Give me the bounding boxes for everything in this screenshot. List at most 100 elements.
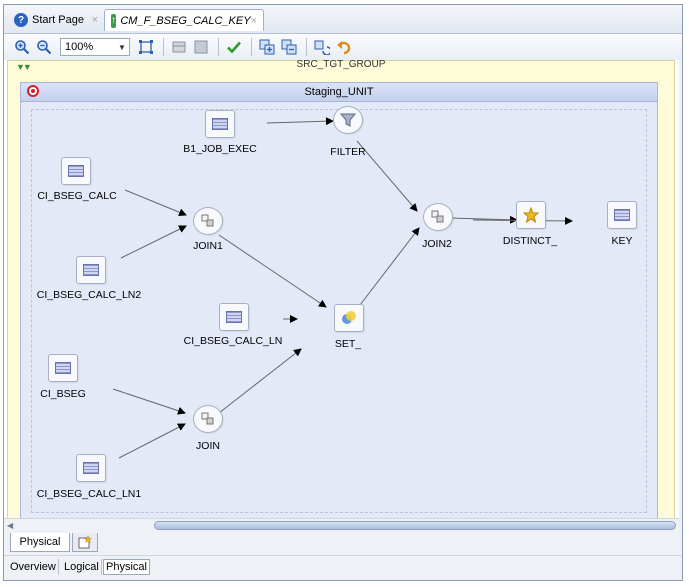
node-label: JOIN [196,440,220,452]
layout-button[interactable] [169,37,189,57]
close-icon[interactable]: × [250,14,257,27]
scroll-left-arrow-icon[interactable]: ◀ [7,521,14,530]
arrange-icon [194,40,208,54]
edge-filter-to-join2 [356,140,418,212]
checkmark-icon [227,41,241,54]
node-key[interactable] [607,201,637,229]
toolbar-separator [251,38,252,56]
node-label: FILTER [330,146,366,158]
validate-button[interactable] [224,37,244,57]
editor-window: ? Start Page × ↑ CM_F_BSEG_CALC_KEY × 10… [3,4,683,581]
table-icon [614,209,630,221]
undo-button[interactable] [334,37,354,57]
layout-icon [172,41,186,53]
tab-mapping[interactable]: ↑ CM_F_BSEG_CALC_KEY × [104,9,264,31]
toolbar-separator [306,38,307,56]
expand-all-button[interactable] [257,37,277,57]
edge-cibseg-to-join [112,388,186,415]
horizontal-scrollbar[interactable]: ◀ [4,518,679,533]
table-icon [226,311,242,323]
node-label: JOIN1 [193,240,223,252]
table-icon [83,462,99,474]
node-label: KEY [611,235,633,247]
node-label: CI_BSEG_CALC_LN [183,335,283,347]
tab-overview[interactable]: Overview [8,559,59,575]
node-label: CI_BSEG_CALC_LN1 [36,488,142,500]
join-icon [431,210,444,223]
fit-icon [139,40,153,54]
close-icon[interactable]: × [91,14,98,26]
node-label: CI_BSEG_CALC_LN2 [36,289,142,301]
filter-icon [340,113,356,127]
source-target-group[interactable]: ▼▼ SRC_TGT_GROUP Staging_UNIT [7,60,675,518]
unit-header: Staging_UNIT [21,83,657,102]
node-filter[interactable] [333,106,363,134]
tab-start-page[interactable]: ? Start Page × [8,9,104,31]
unit-title: Staging_UNIT [304,86,374,98]
editor-view-tabs: Overview Logical Physical [4,555,682,578]
node-join2[interactable] [423,203,453,231]
diagram-canvas[interactable]: ▼▼ SRC_TGT_GROUP Staging_UNIT [4,60,679,518]
toolbar-separator [218,38,219,56]
node-distinct[interactable] [516,201,546,229]
node-join[interactable] [193,405,223,433]
zoom-out-button[interactable] [34,37,54,57]
zoom-level-select[interactable]: 100% ▼ [60,38,130,56]
tab-label: Start Page [32,14,84,26]
fit-to-window-button[interactable] [136,37,156,57]
refresh-icon [314,40,330,55]
expand-icon [259,39,275,55]
toolbar-separator [163,38,164,56]
node-ci-bseg-calc-ln2[interactable] [76,256,106,284]
node-ci-bseg-calc-ln[interactable] [219,303,249,331]
node-label: B1_JOB_EXEC [183,143,257,155]
table-icon [83,264,99,276]
node-join1[interactable] [193,207,223,235]
tab-physical[interactable]: Physical [103,559,150,575]
tab-logical[interactable]: Logical [62,559,102,575]
new-tab-icon [78,535,92,549]
join-icon [201,412,214,425]
edge-ln2-to-join1 [120,225,187,259]
tab-new-deployment[interactable] [72,533,98,552]
zoom-in-button[interactable] [12,37,32,57]
node-label: CI_BSEG [40,388,86,400]
node-label: DISTINCT_ [502,235,558,247]
zoom-level-value: 100% [65,41,94,53]
group-title: SRC_TGT_GROUP [296,60,386,70]
table-icon [55,362,71,374]
collapse-icon [281,39,297,55]
edge-ln1-to-join [118,423,186,459]
set-icon [342,311,356,324]
edge-join-to-set [218,348,302,414]
table-icon [68,165,84,177]
join-icon [201,214,214,227]
arrange-button[interactable] [191,37,211,57]
edge-join2-to-distinct [449,215,518,224]
tab-label: CM_F_BSEG_CALC_KEY [120,14,251,27]
collapse-group-icon[interactable]: ▼▼ [16,62,32,72]
collapse-all-button[interactable] [279,37,299,57]
node-ci-bseg[interactable] [48,354,78,382]
node-label: CI_BSEG_CALC [37,190,117,202]
edge-set-to-join2 [359,227,420,306]
diagram-toolbar: 100% ▼ [4,34,682,60]
table-icon [212,118,228,130]
edge-join1-to-set [218,234,327,308]
node-b1-job-exec[interactable] [205,110,235,138]
undo-icon [337,41,351,55]
flow-edges [112,117,573,459]
help-icon: ? [14,13,28,27]
zoom-out-icon [37,40,52,55]
node-label: SET_ [334,338,362,350]
star-icon [523,207,539,223]
staging-unit[interactable]: Staging_UNIT [20,82,658,518]
node-set[interactable] [334,304,364,332]
diagram-view-tabs: Physical [4,533,682,553]
node-label: JOIN2 [422,238,452,250]
node-ci-bseg-calc[interactable] [61,157,91,185]
refresh-button[interactable] [312,37,332,57]
tab-physical-diagram[interactable]: Physical [10,533,70,552]
scrollbar-thumb[interactable] [154,521,676,530]
node-ci-bseg-calc-ln1[interactable] [76,454,106,482]
